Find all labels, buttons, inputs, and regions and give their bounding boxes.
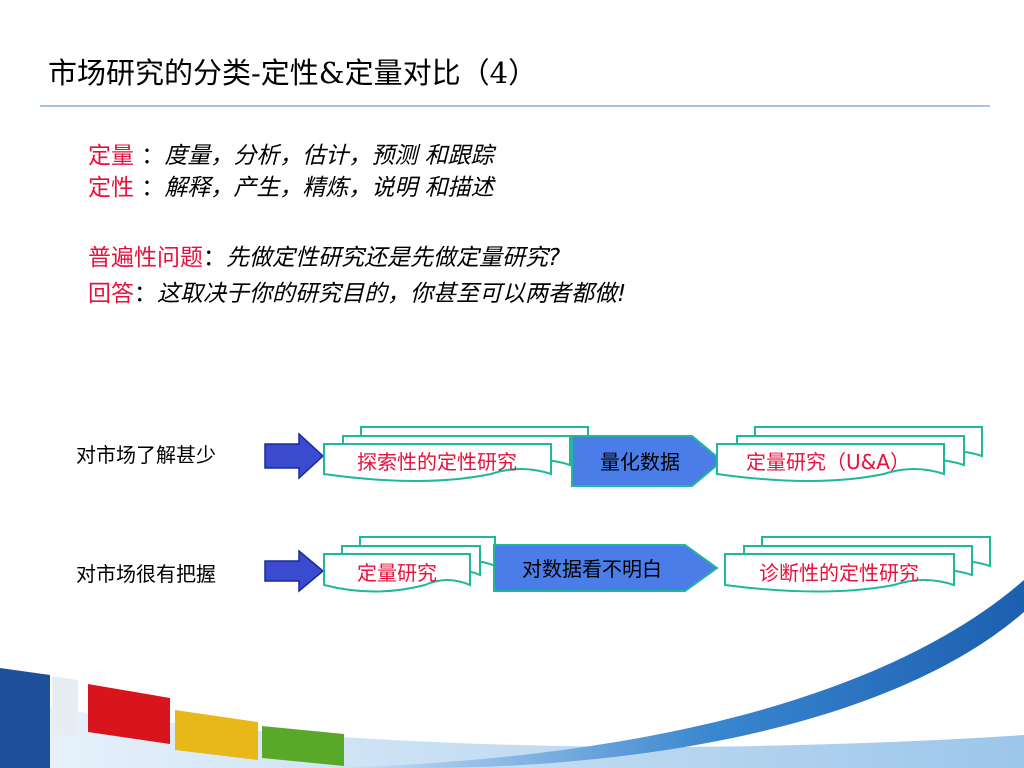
flow-1-start-box: 探索性的定性研究 xyxy=(357,450,517,474)
flow-2-connector xyxy=(493,544,719,592)
definition-text: 度量，分析，估计，预测 和跟踪 xyxy=(164,143,494,169)
flow-1-end-box: 定量研究（U&A） xyxy=(746,450,910,474)
answer-label: 回答 xyxy=(88,281,134,307)
flow-2-end-box: 诊断性的定性研究 xyxy=(759,561,919,585)
title-divider xyxy=(40,105,990,107)
flow-1-label: 对市场了解甚少 xyxy=(76,443,216,467)
flow-1-connector-label: 量化数据 xyxy=(600,450,680,474)
definition-separator: ： xyxy=(134,143,165,169)
flow-2-input-arrow xyxy=(264,549,325,593)
question-separator: ： xyxy=(203,245,226,271)
answer: 回答：这取决于你的研究目的，你甚至可以两者都做! xyxy=(88,274,626,308)
flow-2-label: 对市场很有把握 xyxy=(76,562,216,586)
answer-text: 这取决于你的研究目的，你甚至可以两者都做! xyxy=(157,281,627,307)
slide-title: 市场研究的分类-定性&定量对比（4） xyxy=(48,56,538,90)
definition-term: 定量 xyxy=(88,143,134,169)
common-question: 普遍性问题：先做定性研究还是先做定量研究? xyxy=(88,238,560,272)
flow-1-connector xyxy=(571,435,724,487)
question-label: 普遍性问题 xyxy=(88,245,203,271)
footer-decoration xyxy=(0,580,1024,768)
flow-1-start-doc-stack xyxy=(323,426,589,482)
flow-2-start-doc-stack xyxy=(323,536,496,593)
flow-1-end-doc-stack xyxy=(716,426,983,482)
flow-2-start-box: 定量研究 xyxy=(357,561,437,585)
question-text: 先做定性研究还是先做定量研究? xyxy=(226,245,561,271)
definition-separator: ： xyxy=(134,175,165,201)
definition-text: 解释，产生，精炼，说明 和描述 xyxy=(164,175,494,201)
definition-term: 定性 xyxy=(88,175,134,201)
flow-2-connector-label: 对数据看不明白 xyxy=(522,557,662,581)
answer-separator: ： xyxy=(134,281,157,307)
definition-quantitative: 定量 ：度量，分析，估计，预测 和跟踪 xyxy=(88,136,494,170)
flow-1-input-arrow xyxy=(264,432,325,480)
flow-2-end-doc-stack xyxy=(724,536,991,593)
definition-qualitative: 定性 ：解释，产生，精炼，说明 和描述 xyxy=(88,168,494,202)
